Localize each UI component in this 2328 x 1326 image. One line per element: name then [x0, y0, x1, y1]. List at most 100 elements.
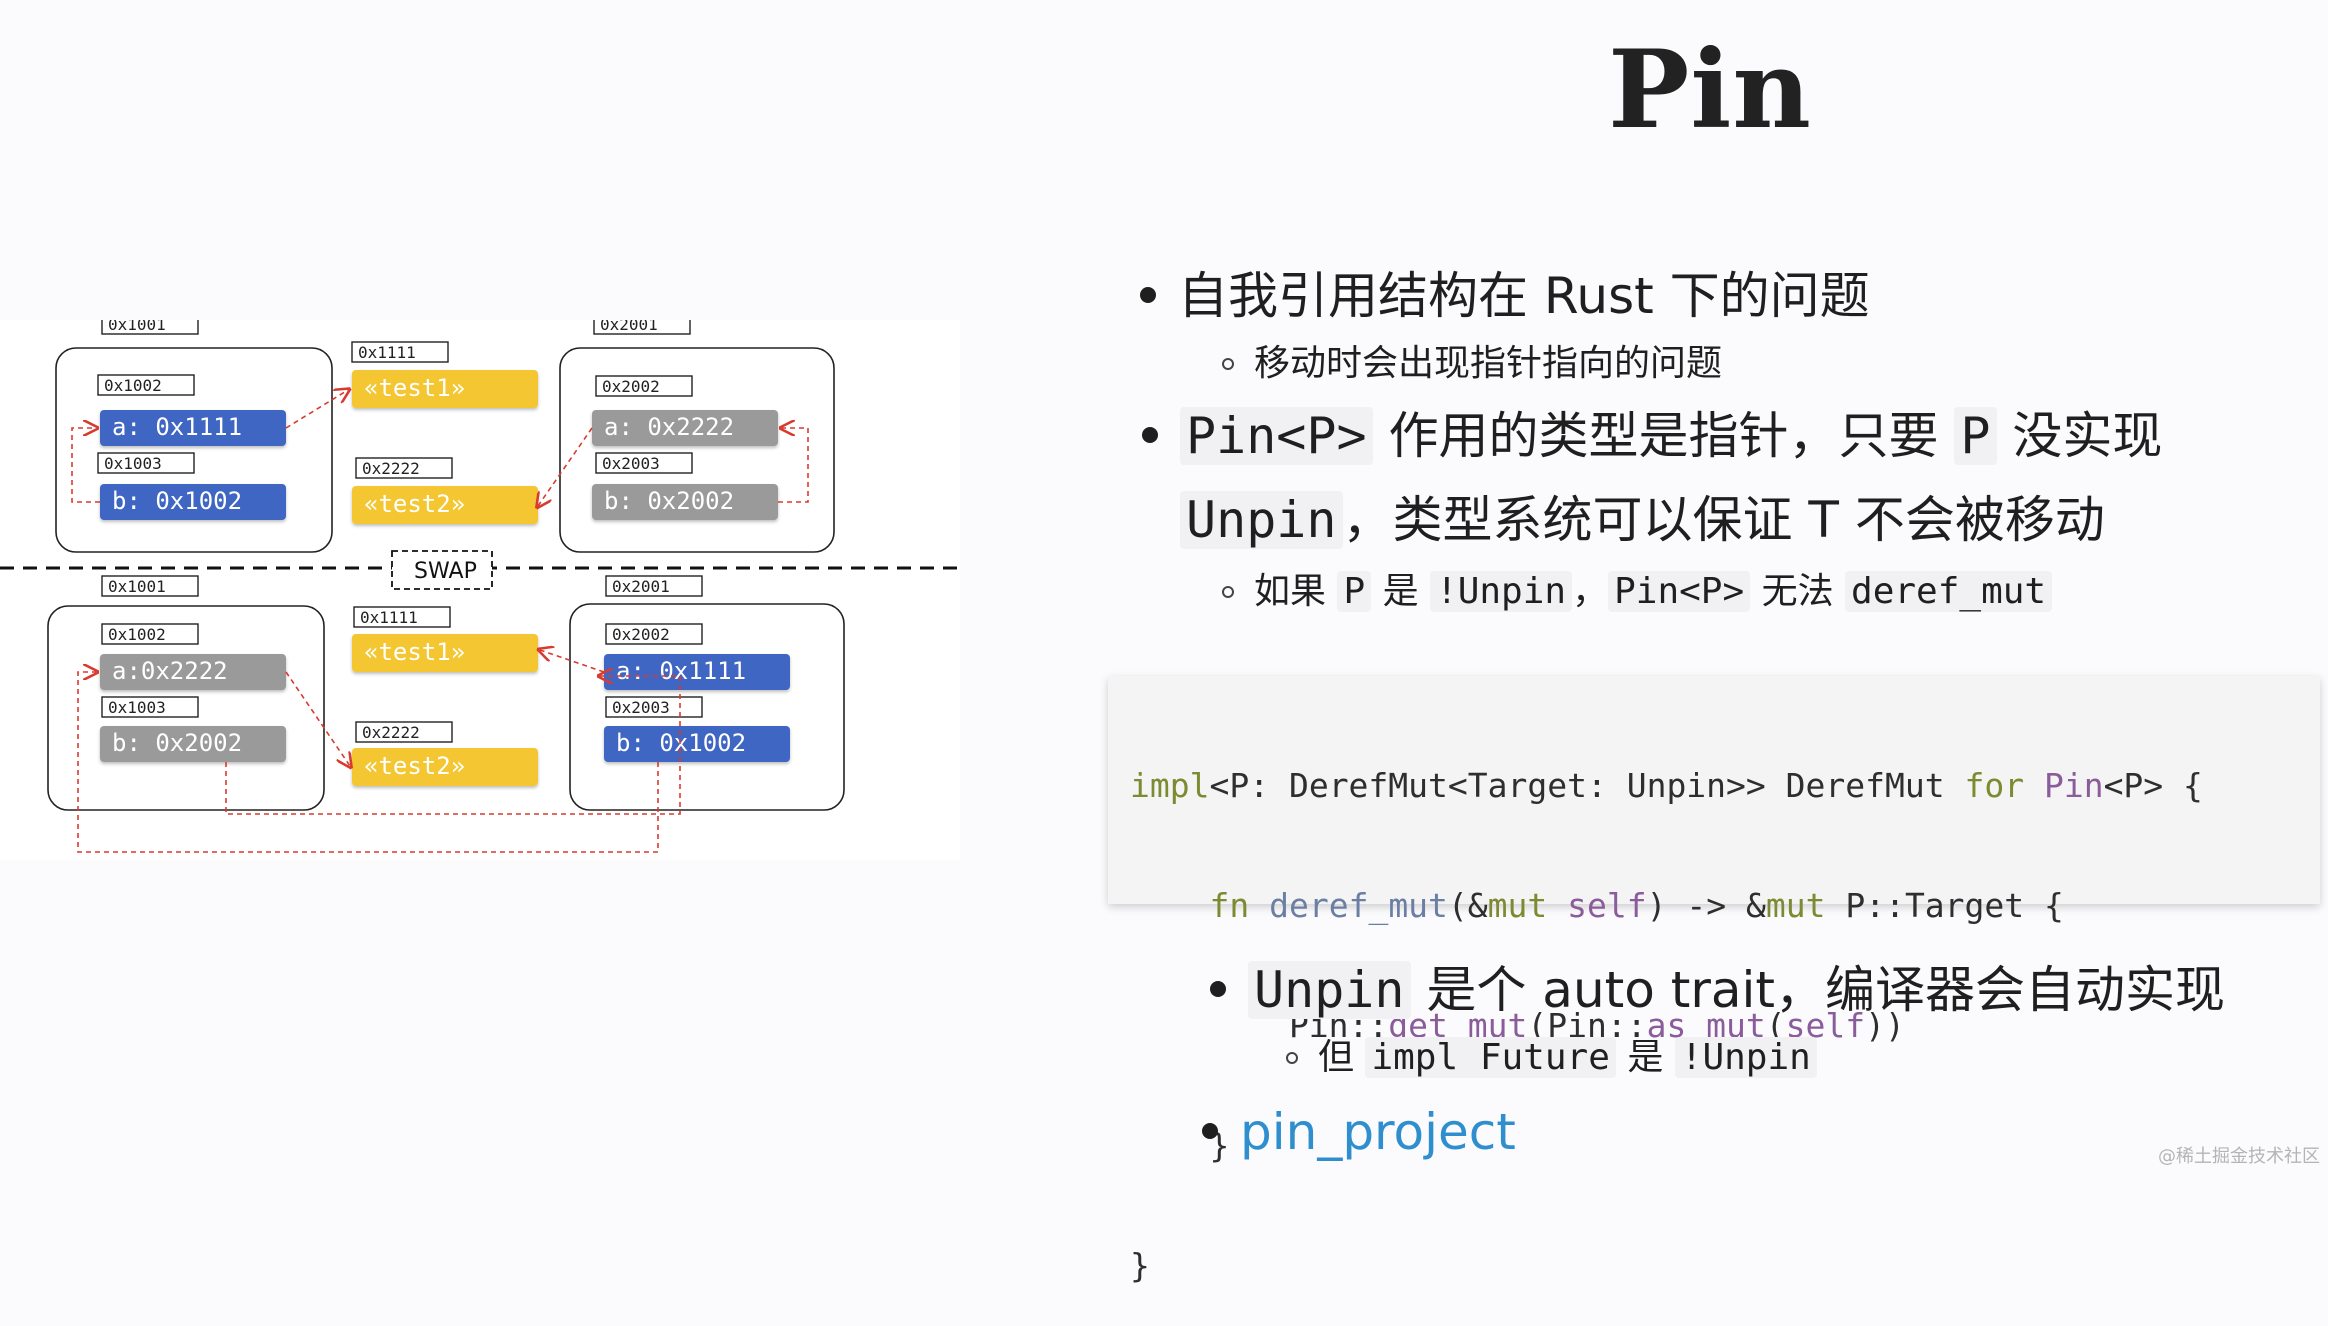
bottom-right-field-a: [604, 654, 790, 690]
code-unpin: Unpin: [1180, 491, 1343, 549]
code-token: )): [1865, 1006, 1905, 1045]
top-right-field-a-text: a: 0x2222: [604, 413, 734, 441]
bullet-dot: [1142, 427, 1158, 443]
bottom-right-b-addr: 0x2003: [612, 698, 670, 717]
code-not-unpin: !Unpin: [1674, 1037, 1817, 1078]
bullet-self-ref-text: 自我引用结构在 Rust 下的问题: [1178, 267, 1870, 325]
bottom-string1: [352, 634, 538, 672]
bottom-strings: 0x1111 «test1» 0x2222 «test2»: [352, 606, 538, 786]
bottom-right-struct: 0x2001 0x2002 a: 0x1111 0x2003 b: 0x1002: [569, 575, 845, 811]
top-string1-text: «test1»: [364, 374, 465, 402]
top-right-b-addr: 0x2003: [602, 454, 660, 473]
bottom-left-field-b: [100, 726, 286, 762]
code-token: mut: [1765, 886, 1826, 925]
bottom-left-struct-addr: 0x1001: [108, 577, 166, 596]
bullet-pin-pointer: Pin<P> 作用的类型是指针，只要 P 没实现: [1142, 394, 2163, 478]
bullet-dot: [1210, 981, 1226, 997]
top-right-field-a: [592, 410, 778, 446]
code-token: (: [1765, 1006, 1786, 1045]
sub-bullet-ring: [1222, 358, 1234, 370]
bullet-pin-text2: 没实现: [1996, 407, 2163, 465]
sub-bullet-ring: [1286, 1052, 1298, 1064]
code-token: P::Target {: [1825, 886, 2064, 925]
bullet-pin-text1: 作用的类型是指针，只要: [1372, 407, 1955, 465]
top-right-struct: 0x2001 0x2002 a: 0x2222 0x2003 b: 0x2002: [559, 320, 835, 553]
code-pin-p: Pin<P>: [1608, 571, 1751, 612]
bottom-right-struct-addr: 0x2001: [612, 577, 670, 596]
bullet-dot: [1140, 287, 1156, 303]
top-left-field-b-text: b: 0x1002: [112, 487, 242, 515]
slide-title: Pin: [1608, 27, 1812, 153]
bottom-right-field-b: [604, 726, 790, 762]
sub-text: 无法: [1750, 571, 1846, 612]
bullet-pin-pointer-line2: Unpin，类型系统可以保证 T 不会被移动: [1180, 478, 2105, 562]
bottom-left-field-a: [100, 654, 286, 690]
code-token: fn: [1209, 886, 1250, 925]
code-line-2: fn deref_mut(&mut self) -> &mut P::Targe…: [1130, 886, 2320, 926]
code-token: [1130, 886, 1209, 925]
code-not-unpin: !Unpin: [1430, 571, 1573, 612]
swap-label: SWAP: [414, 559, 477, 584]
sub-bullet-impl-future: 但 impl Future 是 !Unpin: [1286, 1032, 1817, 1084]
code-token: mut: [1487, 886, 1548, 925]
top-left-struct-addr: 0x1001: [108, 320, 166, 334]
sub-text: 是: [1615, 1037, 1675, 1078]
sub-bullet-move-issue: 移动时会出现指针指向的问题: [1222, 338, 1723, 390]
sub-bullet-move-issue-text: 移动时会出现指针指向的问题: [1254, 343, 1723, 384]
swap-label-box: [391, 550, 493, 590]
bottom-string2: [352, 748, 538, 786]
bottom-string1-addr: 0x1111: [360, 608, 418, 627]
code-token: impl: [1130, 766, 1210, 805]
pin-project-link[interactable]: pin_project: [1240, 1103, 1516, 1161]
bullet-pin-text3: ，类型系统可以保证 T 不会被移动: [1342, 491, 2105, 549]
code-line-1: impl<P: DerefMut<Target: Unpin>> DerefMu…: [1130, 766, 2320, 806]
bullet-unpin-text: 是个 auto trait，编译器会自动实现: [1410, 961, 2226, 1019]
top-right-struct-addr: 0x2001: [600, 320, 658, 334]
top-string2-addr: 0x2222: [362, 459, 420, 478]
sub-bullet-ring: [1222, 586, 1234, 598]
memory-diagram-svg: 0x1001 0x1002 a: 0x1111 0x1003 b: 0x1002…: [0, 320, 960, 853]
top-pointer-arrows: [71, 390, 809, 506]
code-impl-future: impl Future: [1365, 1037, 1616, 1078]
bottom-right-field-a-text: a: 0x1111: [616, 657, 746, 685]
code-p: P: [1954, 407, 1997, 465]
code-p: P: [1337, 571, 1372, 612]
top-left-field-a-text: a: 0x1111: [112, 413, 242, 441]
top-right-a-addr: 0x2002: [602, 377, 660, 396]
top-right-field-b-text: b: 0x2002: [604, 487, 734, 515]
code-token: (&: [1447, 886, 1488, 925]
code-token: [1547, 886, 1567, 925]
bullet-self-ref: 自我引用结构在 Rust 下的问题: [1140, 254, 1870, 338]
top-string2: [352, 486, 538, 524]
code-token: for: [1964, 766, 2025, 805]
code-pin-p: Pin<P>: [1180, 407, 1373, 465]
top-string1: [352, 370, 538, 408]
code-token: <P> {: [2103, 766, 2203, 805]
code-token: ) -> &: [1646, 886, 1766, 925]
bottom-string1-text: «test1»: [364, 638, 465, 666]
code-token: [2024, 766, 2044, 805]
top-left-struct: 0x1001 0x1002 a: 0x1111 0x1003 b: 0x1002: [55, 320, 333, 553]
sub-text: 是: [1371, 571, 1431, 612]
sub-text: 但: [1318, 1037, 1366, 1078]
code-token: deref_mut: [1269, 886, 1448, 925]
code-token: <P: DerefMut<Target: Unpin>> DerefMut: [1209, 766, 1965, 805]
code-token: [1249, 886, 1269, 925]
top-left-b-addr: 0x1003: [104, 454, 162, 473]
code-deref-mut: deref_mut: [1845, 571, 2053, 612]
bullet-dot: [1202, 1123, 1218, 1139]
bottom-left-b-addr: 0x1003: [108, 698, 166, 717]
code-unpin: Unpin: [1248, 961, 1411, 1019]
sub-text: ，: [1572, 571, 1609, 612]
bullet-unpin-auto-trait: Unpin 是个 auto trait，编译器会自动实现: [1210, 948, 2226, 1032]
bottom-left-struct: 0x1001 0x1002 a:0x2222 0x1003 b: 0x2002: [47, 575, 325, 811]
code-block: impl<P: DerefMut<Target: Unpin>> DerefMu…: [1108, 676, 2320, 1285]
top-left-field-b: [100, 484, 286, 520]
bottom-pointer-arrows: [77, 650, 681, 853]
top-left-a-addr: 0x1002: [104, 376, 162, 395]
bullet-pin-project: pin_project: [1202, 1090, 1516, 1174]
top-string1-addr: 0x1111: [358, 343, 416, 362]
bottom-left-field-a-text: a:0x2222: [112, 657, 228, 685]
bottom-left-field-b-text: b: 0x2002: [112, 729, 242, 757]
code-token: self: [1567, 886, 1647, 925]
